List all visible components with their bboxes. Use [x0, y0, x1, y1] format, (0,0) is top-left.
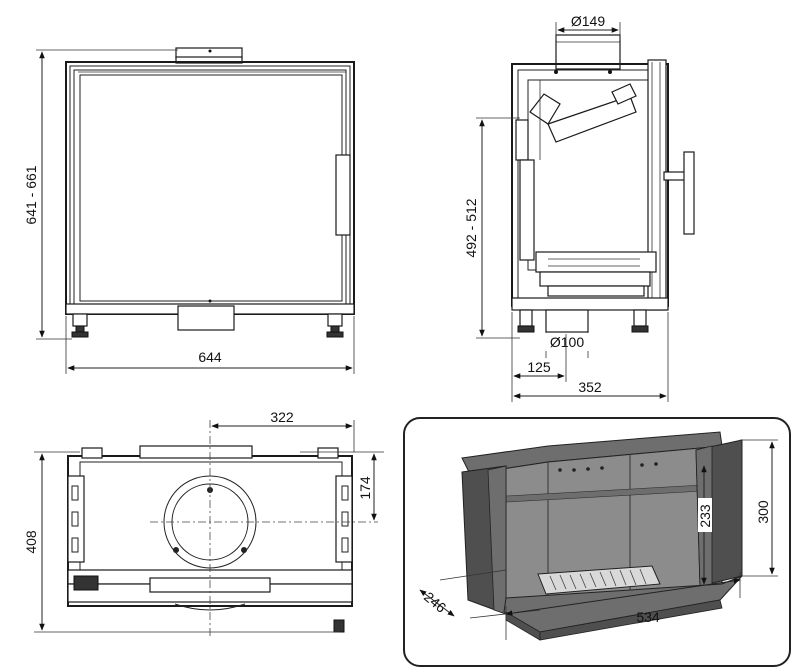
front-height-label: 641 - 661	[23, 165, 39, 224]
firebox-panel	[403, 417, 791, 667]
top-dim-offset-x: 322	[211, 409, 355, 452]
firebox-total-height-label: 300	[755, 500, 771, 524]
side-dim-air-inlet: Ø100	[545, 332, 589, 358]
side-dim-offset: 125	[511, 312, 567, 402]
side-dim-height: 492 - 512	[463, 117, 520, 339]
firebox-dim-width: 534	[505, 572, 741, 640]
firebox-dim-height: 233	[697, 465, 713, 585]
side-dim-flue: Ø149	[555, 13, 621, 40]
top-dim-offset-y: 174	[300, 451, 384, 521]
top-view	[67, 420, 378, 636]
firebox-dim-total-height: 300	[740, 439, 778, 577]
side-depth-label: 352	[578, 379, 602, 395]
top-offset-y-label: 174	[357, 476, 373, 500]
top-depth-label: 408	[23, 530, 39, 554]
side-dim-depth: 352	[513, 312, 669, 402]
front-view	[65, 47, 355, 338]
firebox-height-label: 233	[697, 504, 713, 528]
front-dim-height: 641 - 661	[23, 49, 178, 340]
front-width-label: 644	[198, 349, 222, 365]
side-height-label: 492 - 512	[463, 198, 479, 257]
top-dim-depth: 408	[23, 451, 340, 633]
air-inlet-label: Ø100	[550, 334, 584, 350]
front-dim-width: 644	[65, 316, 355, 374]
flue-top-label: Ø149	[571, 13, 605, 29]
side-view	[511, 34, 695, 333]
top-offset-x-label: 322	[270, 409, 294, 425]
air-inlet-offset-label: 125	[527, 359, 551, 375]
firebox-width-label: 534	[636, 609, 660, 625]
